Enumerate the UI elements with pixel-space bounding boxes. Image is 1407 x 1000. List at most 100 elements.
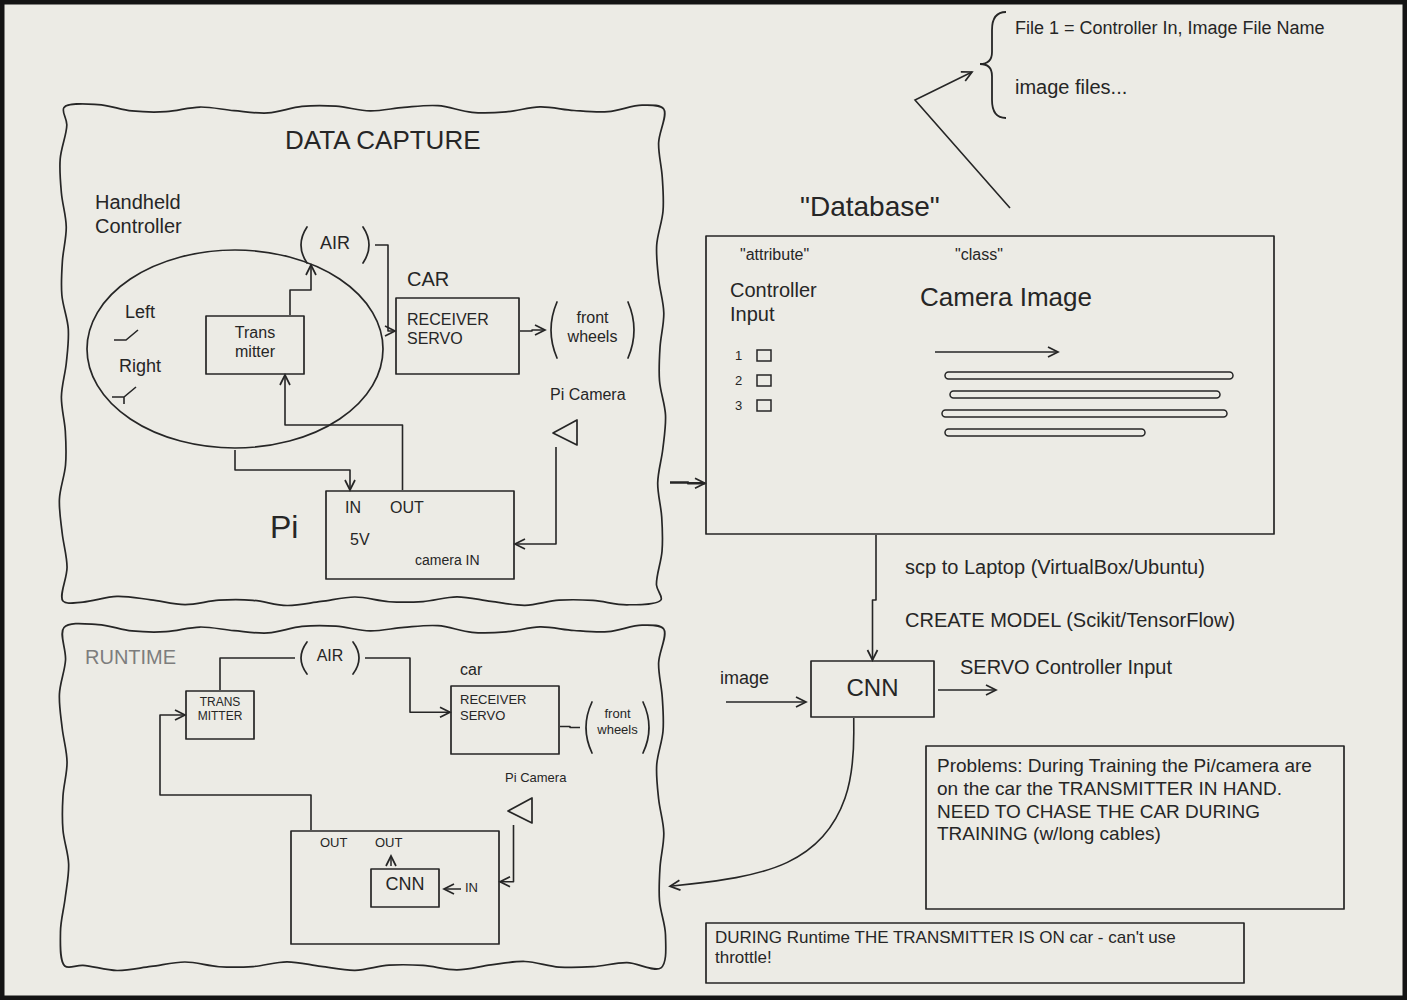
input-cell — [757, 400, 771, 411]
pi-box-text: OUT — [320, 835, 347, 851]
connector — [515, 447, 556, 544]
pi-box-text: IN — [345, 498, 361, 517]
pi-box-text: Pi — [270, 508, 298, 546]
cnn-box-outline — [811, 661, 934, 717]
transmitter-box-outline — [186, 691, 254, 739]
wheels-group-text: front wheels — [561, 308, 624, 346]
pi-box-text: 5V — [350, 530, 370, 549]
note-box-text: Problems: During Training the Pi/camera … — [937, 755, 1333, 846]
input-cell — [757, 350, 771, 361]
switch-symbol — [112, 387, 136, 404]
servo-box-outline — [396, 298, 519, 374]
database-table-outline — [706, 236, 1274, 534]
camera-symbol-text: Pi Camera — [505, 770, 566, 786]
image-row — [950, 391, 1220, 398]
wheels-group: front wheels — [545, 300, 640, 360]
note-label: SERVO Controller Input — [960, 655, 1172, 679]
air-link-text: AIR — [307, 646, 353, 665]
connector — [160, 715, 311, 830]
pointer-arrow — [915, 72, 1010, 208]
note-label: CREATE MODEL (Scikit/TensorFlow) — [905, 608, 1235, 632]
cnn-box-text: CNN — [376, 874, 434, 896]
database-table-text: Camera Image — [920, 282, 1092, 313]
connector — [365, 658, 450, 712]
database-table-text: 1 — [735, 348, 742, 364]
note-box: DURING Runtime THE TRANSMITTER IS ON car… — [705, 922, 1245, 984]
brace — [980, 12, 1006, 118]
note-label: image files... — [1015, 75, 1127, 99]
pi-box: PiINOUT5Vcamera IN — [265, 490, 515, 580]
air-link-outline — [301, 642, 359, 674]
connector — [290, 265, 311, 315]
servo-box-outline — [451, 686, 559, 754]
database-table-text: 2 — [735, 373, 742, 389]
controller-oval-text: Right — [119, 356, 161, 378]
switch-symbol — [114, 330, 138, 340]
region-outline — [59, 104, 665, 606]
input-arrow — [444, 888, 461, 890]
region-text: RUNTIME — [85, 645, 176, 669]
connector — [375, 245, 395, 331]
cnn-box-outline — [371, 869, 439, 907]
camera-symbol-outline — [553, 420, 577, 445]
servo-box: CARRECEIVER SERVO — [395, 265, 520, 375]
camera-symbol: Pi Camera — [545, 385, 655, 447]
wheels-group-outline — [551, 302, 634, 358]
database-table-text: Controller Input — [730, 278, 860, 326]
servo-box: carRECEIVER SERVO — [450, 660, 560, 755]
cnn-box: CNN — [370, 868, 440, 908]
camera-symbol: Pi Camera — [500, 770, 590, 825]
wheels-group: front wheels — [580, 700, 655, 755]
note-label: image — [720, 668, 769, 690]
region-text: DATA CAPTURE — [285, 125, 481, 156]
output-arrow — [938, 689, 996, 691]
image-row — [945, 429, 1145, 436]
wheels-group-text: front wheels — [593, 706, 642, 737]
connector — [285, 375, 403, 490]
connector — [520, 330, 545, 331]
camera-symbol-text: Pi Camera — [550, 385, 626, 404]
pi-box-outline — [291, 831, 499, 944]
transmitter-box: Trans mitter — [205, 315, 305, 375]
pi-box: OUT OUT IN CNN — [290, 830, 500, 945]
database-table: "Database""attribute""class"Controller I… — [705, 190, 1275, 535]
air-link: AIR — [295, 640, 365, 676]
input-arrow — [726, 701, 806, 703]
controller-oval-outline — [87, 250, 383, 448]
air-link-text: AIR — [309, 233, 361, 255]
air-link: AIR — [295, 225, 375, 265]
note-label: File 1 = Controller In, Image File Name — [1015, 18, 1395, 40]
note-box-outline — [926, 746, 1344, 909]
note-label: scp to Laptop (VirtualBox/Ubuntu) — [905, 555, 1205, 579]
image-row — [942, 410, 1227, 417]
input-cell — [757, 375, 771, 386]
region: RUNTIME TRANS MITTER AIR carRECEIVER SERVO f… — [55, 620, 670, 975]
database-table-text: "Database" — [800, 190, 940, 224]
connector — [873, 535, 877, 660]
connector — [220, 658, 295, 690]
pi-box-text: IN — [465, 880, 478, 896]
note-box: Problems: During Training the Pi/camera … — [925, 745, 1345, 910]
pi-box-text: OUT — [375, 835, 402, 851]
wheels-group-outline — [586, 702, 649, 753]
transmitter-box: TRANS MITTER — [185, 690, 255, 740]
transmitter-box-outline — [206, 316, 304, 374]
air-link-outline — [301, 227, 369, 263]
image-arrow — [935, 351, 1058, 353]
connector — [560, 727, 580, 728]
controller-oval: Handheld ControllerLeftRightTrans mitter — [85, 190, 385, 450]
cnn-box: CNN — [810, 660, 935, 718]
connector — [235, 450, 350, 490]
servo-box-text: RECEIVER SERVO — [460, 692, 548, 723]
controller-oval-text: Handheld Controller — [95, 190, 245, 238]
pi-box-outline — [326, 491, 514, 579]
pi-box-text: camera IN — [415, 552, 480, 569]
transmitter-box-text: Trans mitter — [213, 323, 297, 361]
note-box-text: DURING Runtime THE TRANSMITTER IS ON car… — [715, 928, 1235, 969]
output-arrow — [390, 856, 392, 866]
image-row — [945, 372, 1233, 379]
database-table-text: "class" — [955, 245, 1003, 264]
